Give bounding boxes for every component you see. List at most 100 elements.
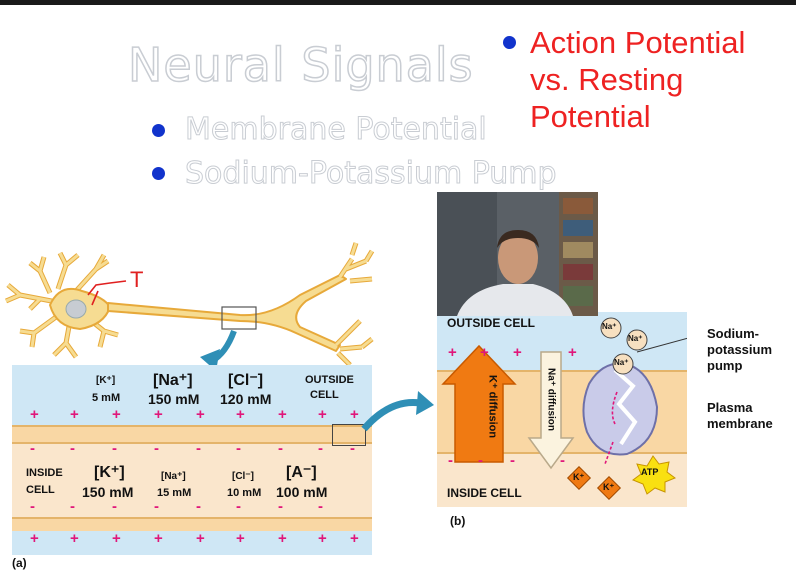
annotation-stroke (87, 280, 127, 296)
inside-cell-b: INSIDE CELL (447, 486, 522, 500)
outside-fluid (12, 365, 372, 425)
inside-cell-label-1: INSIDE (26, 467, 63, 479)
positive-charge: + (480, 344, 489, 361)
positive-charge: + (112, 530, 121, 547)
zoom-box (221, 306, 257, 330)
inside-na-ion: [Na⁺] (161, 471, 186, 482)
inside-fluid (12, 444, 372, 519)
outside-cl-ion: [Cl⁻] (228, 372, 264, 389)
positive-charge: + (236, 530, 245, 547)
annotation-t: T (130, 267, 143, 292)
action-potential-bullet: Action Potential vs. Resting Potential (530, 24, 745, 135)
inside-k-value: 150 mM (82, 484, 134, 500)
outside-cell-label-2: CELL (310, 389, 339, 401)
positive-charge: + (318, 406, 327, 423)
negative-charge: - (30, 440, 35, 457)
action-potential-line-3: Potential (530, 99, 651, 134)
outside-cl-value: 120 mM (220, 391, 272, 407)
bullet-sodium-potassium-pump: Sodium-Potassium Pump (185, 156, 558, 192)
pump-label: Sodium- potassium pump (707, 326, 772, 374)
outside-cell-b: OUTSIDE CELL (447, 316, 536, 330)
neuron-illustration: T (5, 242, 375, 371)
positive-charge: + (70, 530, 79, 547)
caption-a: (a) (12, 556, 27, 570)
positive-charge: + (70, 406, 79, 423)
caption-b: (b) (450, 514, 466, 528)
negative-charge: - (278, 498, 283, 515)
negative-charge: - (154, 498, 159, 515)
panel-a-membrane (12, 365, 372, 555)
action-potential-line-1: Action Potential (530, 25, 746, 60)
atp-label: ATP (641, 467, 659, 477)
positive-charge: + (196, 406, 205, 423)
outside-cell-label-1: OUTSIDE (305, 374, 354, 386)
pump-label-line-3: pump (707, 358, 743, 373)
positive-charge: + (154, 406, 163, 423)
bullet-dot (152, 167, 165, 180)
inside-a-value: 100 mM (276, 484, 328, 500)
k-diffusion-arrow (441, 344, 517, 463)
k-ion-diamond (596, 475, 622, 501)
inside-cl-ion: [Cl⁻] (232, 471, 254, 482)
k-ion-label: K⁺ (573, 472, 585, 482)
positive-charge: + (278, 530, 287, 547)
na-ion-circle (626, 329, 648, 351)
positive-charge: + (196, 530, 205, 547)
negative-charge: - (112, 440, 117, 457)
zoom-box-panel-a (332, 424, 366, 446)
action-potential-line-2: vs. Resting (530, 62, 684, 97)
pump-protein (582, 362, 659, 456)
negative-charge: - (236, 440, 241, 457)
positive-charge: + (278, 406, 287, 423)
slide-title: Neural Signals (127, 37, 474, 93)
na-ion-label: Na⁺ (602, 322, 617, 331)
negative-charge: - (70, 498, 75, 515)
negative-charge: - (112, 498, 117, 515)
outside-na-ion: [Na⁺] (153, 372, 193, 389)
positive-charge: + (30, 406, 39, 423)
na-ion-label: Na⁺ (614, 358, 629, 367)
inside-na-value: 15 mM (157, 487, 192, 499)
membrane-label: Plasma membrane (707, 400, 773, 432)
panel-b-graphics (441, 317, 687, 501)
atp-burst (631, 455, 677, 495)
negative-charge: - (278, 440, 283, 457)
positive-charge: + (30, 530, 39, 547)
na-ion-circle (600, 317, 622, 339)
bullet-dot (503, 36, 516, 49)
positive-charge: + (513, 344, 522, 361)
negative-charge: - (236, 498, 241, 515)
pump-leader-line (636, 337, 687, 353)
nucleus (65, 299, 87, 319)
positive-charge: + (448, 344, 457, 361)
membrane-label-line-2: membrane (707, 416, 773, 431)
window-top-bar (0, 0, 796, 5)
negative-charge: - (510, 452, 515, 469)
inside-a-ion: [A⁻] (286, 464, 317, 481)
na-diffusion-arrow (527, 351, 575, 470)
panel-link-arrow (361, 391, 434, 432)
pump-label-line-1: Sodium- (707, 326, 759, 341)
pump-label-line-2: potassium (707, 342, 773, 357)
presenter-video[interactable] (437, 192, 598, 316)
positive-charge: + (318, 530, 327, 547)
negative-charge: - (30, 498, 35, 515)
negative-charge: - (196, 498, 201, 515)
positive-charge: + (236, 406, 245, 423)
negative-charge: - (154, 440, 159, 457)
outside-k-ion: [K⁺] (96, 375, 116, 386)
negative-charge: - (448, 452, 453, 469)
outside-k-value: 5 mM (92, 392, 121, 404)
inside-cl-value: 10 mM (227, 487, 262, 499)
membrane-layer (12, 425, 372, 444)
negative-charge: - (318, 440, 323, 457)
negative-charge: - (478, 452, 483, 469)
positive-charge: + (112, 406, 121, 423)
outside-fluid-lower (12, 531, 372, 555)
outside-na-value: 150 mM (148, 391, 200, 407)
inside-cell-label-2: CELL (26, 484, 55, 496)
positive-charge: + (154, 530, 163, 547)
k-ion-label: K⁺ (603, 482, 615, 492)
na-ion-circle (612, 353, 634, 375)
na-ion-label: Na⁺ (628, 334, 643, 343)
